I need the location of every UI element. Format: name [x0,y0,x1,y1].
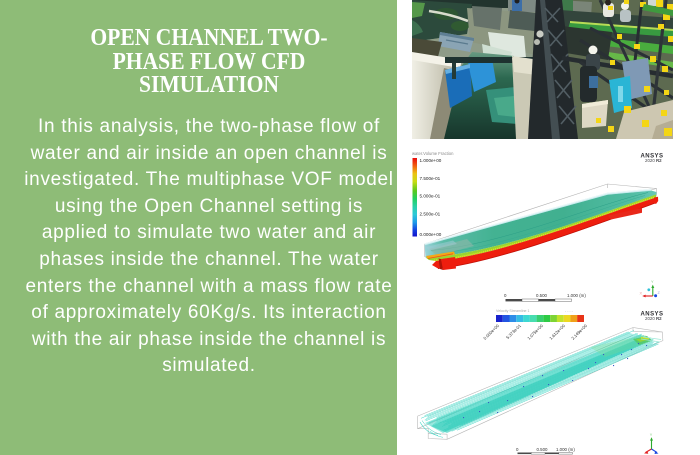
svg-text:7.500e-01: 7.500e-01 [420,176,441,181]
svg-text:5.000e-01: 5.000e-01 [420,194,441,199]
svg-text:0: 0 [504,293,507,298]
svg-text:2020 R2: 2020 R2 [645,158,662,163]
svg-text:Z: Z [658,291,661,295]
svg-text:Velocity Streamline 1: Velocity Streamline 1 [496,309,530,313]
svg-text:0: 0 [516,447,519,452]
svg-text:1.000e+00: 1.000e+00 [420,158,442,163]
svg-text:X: X [640,292,643,296]
svg-text:Y: Y [651,280,654,284]
svg-text:2.500e-01: 2.500e-01 [420,212,441,217]
svg-text:ANSYS: ANSYS [641,312,664,318]
svg-text:- - - -: - - - - [565,309,574,313]
svg-text:1.000 (m): 1.000 (m) [556,447,575,452]
svg-text:1.000 (m): 1.000 (m) [567,293,586,298]
svg-text:water.Volume Fraction: water.Volume Fraction [412,151,454,156]
svg-text:2020 R2: 2020 R2 [645,316,662,321]
svg-text:0.000e+00: 0.000e+00 [420,232,442,237]
svg-text:Y: Y [650,433,653,437]
svg-text:ANSYS: ANSYS [641,154,664,160]
svg-text:0.500: 0.500 [537,447,549,452]
svg-text:0.500: 0.500 [536,293,548,298]
